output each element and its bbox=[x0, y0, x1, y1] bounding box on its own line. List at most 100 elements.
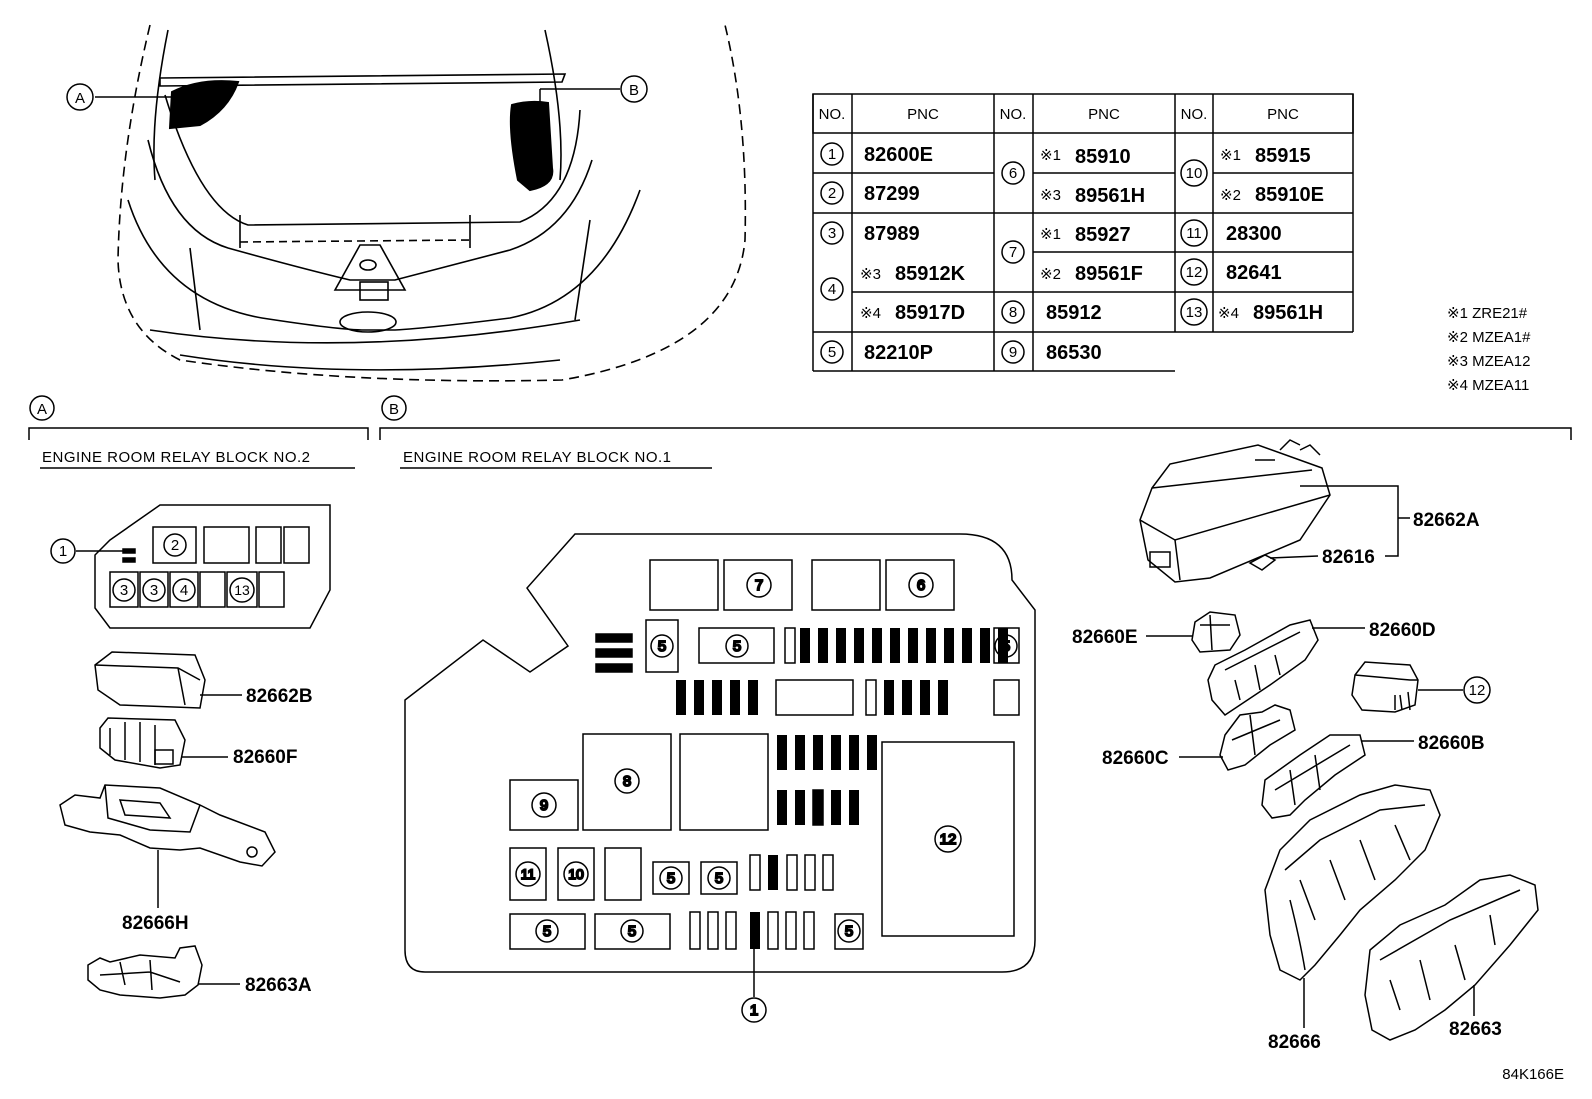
fuse bbox=[867, 735, 877, 770]
table-row-mark: ※3 bbox=[1040, 187, 1061, 204]
section-title-no2: ENGINE ROOM RELAY BLOCK NO.2 bbox=[42, 449, 311, 466]
fuse bbox=[908, 628, 918, 663]
note-1: ※1 ZRE21# bbox=[1447, 305, 1528, 322]
fuse bbox=[980, 628, 990, 663]
note-3: ※3 MZEA12 bbox=[1447, 353, 1530, 370]
fuse bbox=[795, 790, 805, 825]
callout-3b: 3 bbox=[150, 582, 158, 599]
table-row-mark: ※1 bbox=[1220, 147, 1241, 164]
callout-5d: 5 bbox=[667, 870, 675, 887]
fuse bbox=[831, 735, 841, 770]
callout-12-right: 12 bbox=[1469, 682, 1486, 699]
fuse bbox=[849, 790, 859, 825]
block-no1-callouts: 7 6 5 5 5 8 9 12 11 10 5 5 5 5 5 1 bbox=[520, 576, 1011, 1020]
fuse bbox=[694, 680, 704, 715]
table-row-mark: ※4 bbox=[1218, 305, 1239, 322]
part-82660E: 82660E bbox=[1072, 627, 1138, 648]
fuse bbox=[902, 680, 912, 715]
table-row-no: 11 bbox=[1186, 225, 1202, 242]
table-row-mark: ※1 bbox=[1040, 226, 1061, 243]
part-82662B: 82662B bbox=[246, 686, 313, 707]
relay-block-no1-layout bbox=[404, 533, 1036, 1023]
table-row-pnc: 85910E bbox=[1255, 184, 1324, 206]
callout-5g: 5 bbox=[628, 923, 636, 940]
fuse bbox=[926, 628, 936, 663]
table-row-pnc: 89561F bbox=[1075, 263, 1143, 285]
callout-11: 11 bbox=[521, 866, 536, 882]
figure-code: 84K166E bbox=[1502, 1066, 1564, 1083]
table-row-pnc: 87299 bbox=[864, 183, 920, 205]
fuse bbox=[818, 628, 828, 663]
table-header-no-3: NO. bbox=[1181, 106, 1208, 123]
location-b-label: B bbox=[629, 82, 639, 99]
fuse bbox=[712, 680, 722, 715]
part-82660B: 82660B bbox=[1418, 733, 1485, 754]
location-a-label: A bbox=[75, 90, 85, 107]
table-header-pnc-1: PNC bbox=[907, 106, 939, 123]
fuse bbox=[920, 680, 930, 715]
fuse bbox=[800, 628, 810, 663]
car-front-view: A B bbox=[66, 24, 747, 382]
callout-13: 13 bbox=[234, 582, 250, 598]
fuse bbox=[777, 735, 787, 770]
fuse bbox=[813, 790, 823, 825]
fuse bbox=[730, 680, 740, 715]
table-row-no: 13 bbox=[1186, 304, 1203, 321]
fuse bbox=[777, 790, 787, 825]
table-header-pnc-2: PNC bbox=[1088, 106, 1120, 123]
table-row-pnc: 85912K bbox=[895, 263, 966, 285]
table-row-pnc: 89561H bbox=[1253, 302, 1323, 324]
table-row-no: 8 bbox=[1009, 304, 1017, 321]
table-row-pnc: 82600E bbox=[864, 144, 933, 166]
no2-parts: 82662B 82660F 82666H 82663A bbox=[59, 651, 313, 999]
part-82663: 82663 bbox=[1449, 1019, 1502, 1040]
pnc-table: NO. PNC NO. PNC NO. PNC 1 82600E 2 87299… bbox=[812, 93, 1354, 372]
table-row-no: 1 bbox=[828, 146, 836, 163]
fuse bbox=[962, 628, 972, 663]
table-row-pnc: 85910 bbox=[1075, 146, 1131, 168]
fuse bbox=[748, 680, 758, 715]
callout-9: 9 bbox=[540, 797, 548, 814]
table-row-pnc: 86530 bbox=[1046, 342, 1102, 364]
table-row-no: 5 bbox=[828, 344, 836, 361]
fuse bbox=[884, 680, 894, 715]
relay-block-no2-layout: 2 3 3 4 13 1 bbox=[50, 504, 331, 629]
table-header-no-1: NO. bbox=[819, 106, 846, 123]
relay-fuses-solid bbox=[676, 628, 1008, 949]
fuse bbox=[890, 628, 900, 663]
no1-parts: 82662A 82616 82660E 82660D 12 82660C 826… bbox=[1072, 439, 1539, 1053]
table-row-pnc: 85912 bbox=[1046, 302, 1102, 324]
fuse bbox=[849, 735, 859, 770]
section-b-label: B bbox=[389, 401, 399, 418]
table-row-no: 10 bbox=[1186, 165, 1203, 182]
model-notes: ※1 ZRE21# ※2 MZEA1# ※3 MZEA12 ※4 MZEA11 bbox=[1447, 305, 1531, 394]
table-row-mark: ※3 bbox=[860, 266, 881, 283]
callout-1: 1 bbox=[59, 543, 67, 560]
fuse bbox=[872, 628, 882, 663]
part-82662A: 82662A bbox=[1413, 510, 1480, 531]
callout-8: 8 bbox=[623, 773, 631, 790]
table-row-mark: ※2 bbox=[1040, 266, 1061, 283]
part-82616: 82616 bbox=[1322, 547, 1375, 568]
section-title-no1: ENGINE ROOM RELAY BLOCK NO.1 bbox=[403, 449, 672, 466]
callout-5e: 5 bbox=[715, 870, 723, 887]
table-row-mark: ※2 bbox=[1220, 187, 1241, 204]
table-header-pnc-3: PNC bbox=[1267, 106, 1299, 123]
callout-5c: 5 bbox=[1002, 638, 1010, 655]
table-row-no: 6 bbox=[1009, 165, 1017, 182]
callout-5b: 5 bbox=[733, 638, 741, 655]
callout-1-block1: 1 bbox=[750, 1002, 758, 1019]
fuse bbox=[768, 855, 778, 890]
fuse bbox=[750, 912, 760, 949]
part-82660C: 82660C bbox=[1102, 748, 1169, 769]
table-row-mark: ※1 bbox=[1040, 147, 1061, 164]
part-82666H: 82666H bbox=[122, 913, 189, 934]
table-row-no: 12 bbox=[1186, 264, 1203, 281]
note-4: ※4 MZEA11 bbox=[1447, 377, 1529, 394]
table-row-pnc: 89561H bbox=[1075, 185, 1145, 207]
table-row-pnc: 85915 bbox=[1255, 145, 1311, 167]
callout-7: 7 bbox=[755, 577, 763, 594]
table-row-pnc: 82210P bbox=[864, 342, 933, 364]
